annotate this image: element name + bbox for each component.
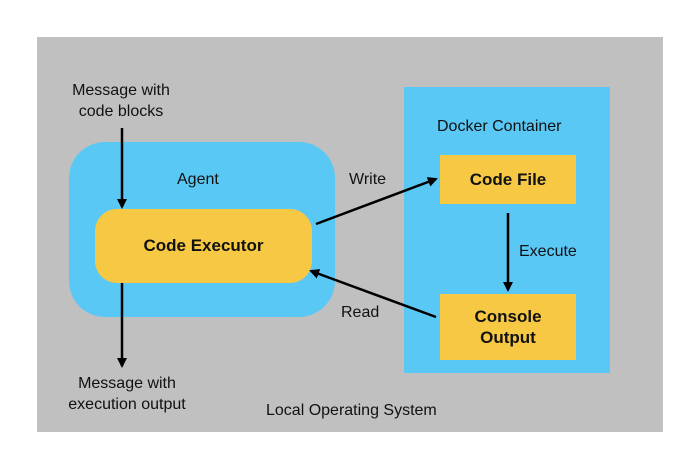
code-executor-label: Code Executor — [143, 236, 264, 255]
docker-container-label: Docker Container — [437, 118, 562, 135]
write-label: Write — [349, 171, 387, 188]
local-operating-system-label: Local Operating System — [266, 402, 437, 419]
console-output-node: Console Output — [440, 294, 576, 360]
code-file-label: Code File — [469, 169, 547, 189]
arrow-read — [309, 269, 437, 319]
read-label: Read — [341, 304, 380, 321]
execute-label: Execute — [519, 243, 577, 260]
message-out-label: Message with execution output — [68, 375, 186, 413]
arrow-write — [315, 177, 438, 226]
code-executor-node: Code Executor — [95, 209, 312, 283]
console-output-label: Console Output — [474, 307, 542, 347]
agent-label: Agent — [177, 171, 219, 188]
code-file-node: Code File — [440, 155, 576, 204]
message-in-label: Message with code blocks — [72, 82, 170, 120]
